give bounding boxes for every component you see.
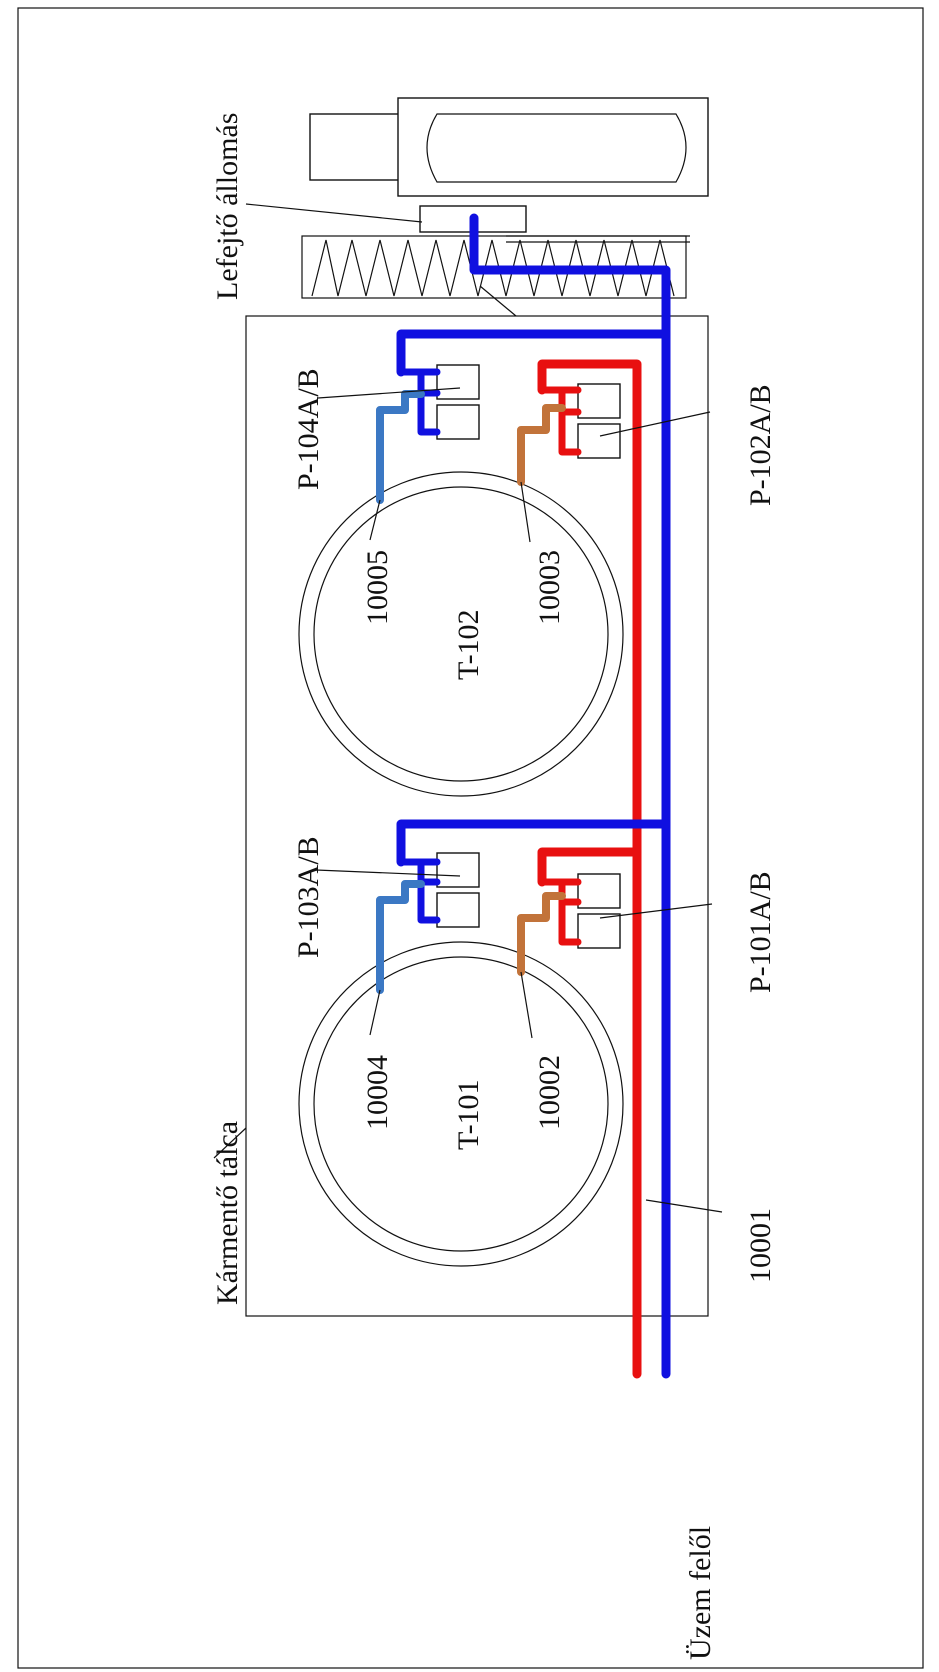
leader-station [245,203,423,223]
label-tank-t101: T-101 [452,1079,485,1150]
tank-t102-outer [298,471,624,797]
pipe-10004 [376,880,425,994]
pipe-10002 [517,892,566,976]
label-line-10004: 10004 [361,1055,394,1130]
tank-t102-inner [313,486,609,782]
pump-p103-b [436,892,480,928]
leader-10004 [369,989,381,1036]
label-pump-p101: P-101A/B [744,871,777,993]
tanker-truck [309,97,709,233]
tank-t101-outer [298,941,624,1267]
label-line-10001: 10001 [744,1208,777,1283]
pump-p104-a [436,364,480,400]
label-line-10005: 10005 [361,550,394,625]
pipe-blue-branch-t101 [396,819,671,867]
leader-ground [479,285,517,317]
tank-t101 [298,941,624,1267]
pipe-red-branch-t101 [537,847,642,887]
leader-10001 [645,1199,723,1213]
pipe-10001-main [537,359,642,1379]
outer-frame [17,7,924,1669]
pump-p101-b [577,913,621,949]
pipe-blue-branch-t102 [396,329,671,377]
leader-p103 [315,869,461,877]
leader-10005 [369,499,381,541]
truck-tank [426,113,687,183]
label-pump-p103: P-103A/B [292,836,325,958]
pipe-10005 [376,390,425,504]
pipe-10003 [517,404,566,486]
label-line-10003: 10003 [533,550,566,625]
label-inlet: Üzem felől [684,1526,717,1660]
pump-p103-a [436,852,480,888]
leader-p102 [599,411,711,437]
pump-p102-b [577,423,621,459]
leader-lines [213,203,723,1213]
pump-boxes [436,364,621,949]
label-tank-t102: T-102 [452,609,485,680]
pump-p101-a [577,873,621,909]
leader-tray [213,1127,247,1159]
label-line-10002: 10002 [533,1055,566,1130]
pipe-red-manifold-p101 [538,878,582,946]
tank-t101-inner [313,956,609,1252]
drip-tray [245,315,709,1317]
pump-p102-a [577,383,621,419]
ground-zigzag [311,239,675,297]
pump-p104-b [436,404,480,440]
label-tray: Kármentő tálca [211,1121,244,1305]
leader-10003 [520,481,531,543]
leader-10002 [520,971,533,1039]
tank-t102 [298,471,624,797]
label-station: Lefejtő állomás [211,113,244,300]
leader-p104 [317,387,461,399]
leader-p101 [599,903,713,919]
pipe-network [376,213,671,1379]
label-pump-p104: P-104A/B [292,368,325,490]
truck-trailer [397,97,709,197]
truck-cab [309,113,409,181]
label-pump-p102: P-102A/B [744,384,777,506]
